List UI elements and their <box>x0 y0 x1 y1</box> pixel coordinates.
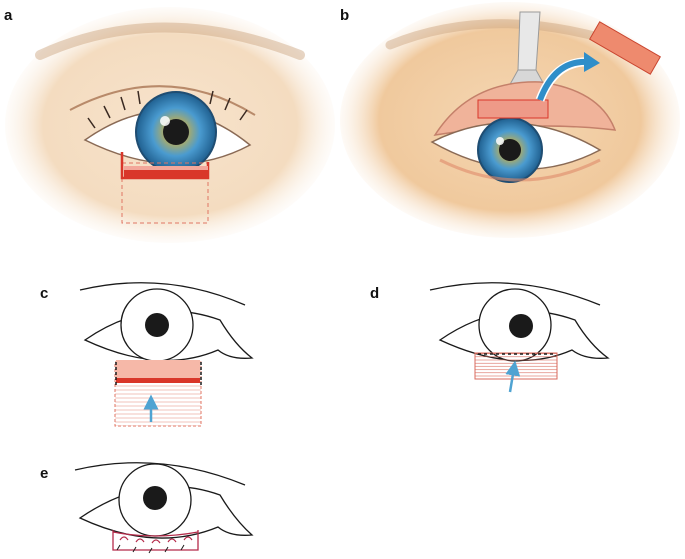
excised-graft <box>589 21 661 75</box>
lower-lid <box>439 158 601 182</box>
advance-arrow <box>505 360 521 393</box>
panel-b: b <box>340 2 680 238</box>
eyelid-crease <box>79 282 246 306</box>
sutures <box>119 536 193 544</box>
eyelid-crease <box>69 85 256 116</box>
eyelid-crease <box>429 282 601 306</box>
panel-label-b: b <box>340 7 349 24</box>
graft-top <box>116 360 200 378</box>
eyelashes <box>87 90 248 129</box>
pupil <box>145 313 169 337</box>
retractor-instrument <box>517 11 541 71</box>
pupil <box>143 486 167 510</box>
graft-top-edge <box>112 531 199 537</box>
panel-label-a: a <box>4 7 13 24</box>
panel-c: c <box>40 282 254 427</box>
graft-strip <box>124 170 208 178</box>
graft-band <box>116 378 200 383</box>
pupil <box>163 119 189 145</box>
panel-e: e <box>40 462 254 554</box>
panel-d: d <box>370 282 610 393</box>
harvest-site <box>477 99 549 119</box>
graft-advanced <box>474 352 558 380</box>
panel-label-e: e <box>40 465 48 482</box>
panel-label-d: d <box>370 285 379 302</box>
graft-donor-outline <box>121 162 209 224</box>
transfer-arrow-head <box>584 52 600 72</box>
panel-a: a <box>4 7 335 243</box>
graft-strip-edge <box>124 166 208 170</box>
transfer-arrow <box>537 58 589 102</box>
eyebrow <box>35 22 305 60</box>
graft-sutured <box>112 530 199 551</box>
incision-marks <box>115 362 202 386</box>
pupil <box>509 314 533 338</box>
eye-highlight <box>496 137 504 145</box>
pupil <box>499 139 521 161</box>
eye-highlight <box>160 116 170 126</box>
panel-label-c: c <box>40 285 48 302</box>
suture-ends <box>116 544 185 554</box>
